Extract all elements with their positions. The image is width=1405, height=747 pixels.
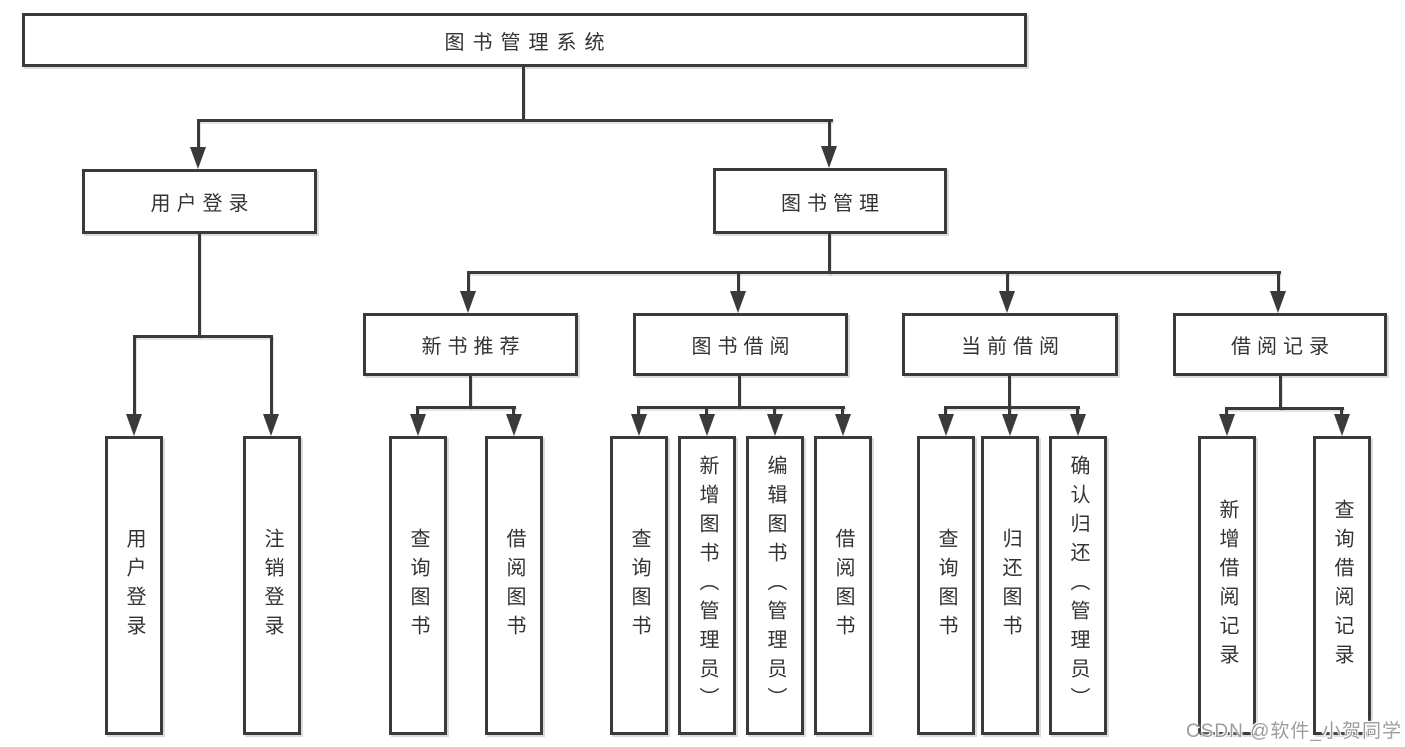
connector-line — [1340, 407, 1343, 416]
connector-line — [468, 271, 1281, 274]
leaf-borrow-borrow-label: 借阅图书 — [832, 527, 854, 644]
node-book-borrow-label: 图书借阅 — [691, 336, 796, 358]
connector-line — [270, 335, 273, 416]
leaf-borrow-borrow: 借阅图书 — [814, 436, 872, 735]
node-root: 图书管理系统 — [22, 13, 1027, 67]
connector-line — [773, 406, 776, 416]
arrowhead-icon — [126, 414, 142, 436]
leaf-records-query-label: 查询借阅记录 — [1331, 498, 1353, 673]
node-borrow-records: 借阅记录 — [1173, 313, 1387, 376]
connector-line — [1076, 406, 1079, 416]
connector-line — [828, 234, 831, 274]
arrowhead-icon — [1219, 414, 1235, 436]
connector-line — [1006, 271, 1009, 293]
connector-line — [1226, 407, 1344, 410]
connector-line — [637, 406, 845, 409]
leaf-newbooks-query-label: 查询图书 — [407, 527, 429, 644]
node-current-borrow-label: 当前借阅 — [961, 336, 1065, 358]
connector-line — [1008, 406, 1011, 416]
arrowhead-icon — [1270, 291, 1286, 313]
arrowhead-icon — [263, 414, 279, 436]
leaf-newbooks-query: 查询图书 — [389, 436, 447, 735]
connector-line — [1279, 376, 1282, 409]
leaf-borrow-edit-admin: 编辑图书（管理员） — [746, 436, 804, 735]
arrowhead-icon — [699, 414, 715, 436]
connector-line — [512, 406, 515, 416]
leaf-user-login: 用户登录 — [105, 436, 163, 735]
connector-line — [637, 406, 640, 416]
leaf-newbooks-borrow-label: 借阅图书 — [503, 527, 525, 644]
leaf-current-confirm-return-admin-label: 确认归还（管理员） — [1067, 455, 1089, 716]
node-user-login-label: 用户登录 — [150, 193, 255, 215]
connector-line — [133, 335, 136, 416]
leaf-current-query: 查询图书 — [917, 436, 975, 735]
leaf-records-add: 新增借阅记录 — [1198, 436, 1256, 735]
node-current-borrow: 当前借阅 — [902, 313, 1118, 376]
connector-line — [1008, 376, 1011, 408]
connector-line — [705, 406, 708, 416]
connector-line — [133, 335, 273, 338]
arrowhead-icon — [730, 291, 746, 313]
arrowhead-icon — [460, 291, 476, 313]
node-book-management: 图书管理 — [713, 168, 947, 234]
arrowhead-icon — [190, 147, 206, 169]
arrowhead-icon — [631, 414, 647, 436]
connector-line — [197, 119, 833, 122]
connector-line — [1277, 271, 1280, 293]
leaf-borrow-add-admin-label: 新增图书（管理员） — [696, 455, 718, 716]
connector-line — [416, 406, 419, 416]
connector-line — [945, 406, 1080, 409]
node-root-label: 图书管理系统 — [444, 31, 613, 54]
leaf-records-add-label: 新增借阅记录 — [1216, 498, 1238, 673]
arrowhead-icon — [1070, 414, 1086, 436]
connector-line — [197, 119, 200, 148]
arrowhead-icon — [767, 414, 783, 436]
leaf-logout-label: 注销登录 — [261, 527, 283, 644]
connector-line — [828, 119, 831, 147]
arrowhead-icon — [1002, 414, 1018, 436]
csdn-watermark: CSDN @软件_小贺同学 — [1186, 721, 1402, 742]
node-new-book-recommend: 新书推荐 — [363, 313, 578, 376]
connector-line — [841, 406, 844, 416]
node-new-book-recommend-label: 新书推荐 — [421, 336, 526, 358]
connector-line — [198, 234, 201, 337]
leaf-user-login-label: 用户登录 — [123, 527, 145, 644]
arrowhead-icon — [821, 146, 837, 168]
arrowhead-icon — [1334, 414, 1350, 436]
arrowhead-icon — [410, 414, 426, 436]
arrowhead-icon — [835, 414, 851, 436]
connector-line — [469, 376, 472, 408]
leaf-borrow-edit-admin-label: 编辑图书（管理员） — [764, 455, 786, 716]
leaf-current-return: 归还图书 — [981, 436, 1039, 735]
connector-line — [737, 271, 740, 293]
connector-line — [944, 406, 947, 416]
leaf-current-query-label: 查询图书 — [935, 527, 957, 644]
connector-line — [738, 376, 741, 408]
arrowhead-icon — [938, 414, 954, 436]
node-book-management-label: 图书管理 — [781, 192, 885, 215]
leaf-borrow-add-admin: 新增图书（管理员） — [678, 436, 736, 735]
leaf-borrow-query: 查询图书 — [610, 436, 668, 735]
leaf-borrow-query-label: 查询图书 — [628, 527, 650, 644]
connector-line — [416, 406, 516, 409]
connector-line — [522, 67, 525, 120]
node-book-borrow: 图书借阅 — [633, 313, 848, 376]
leaf-records-query: 查询借阅记录 — [1313, 436, 1371, 735]
connector-line — [467, 271, 470, 293]
arrowhead-icon — [506, 414, 522, 436]
node-borrow-records-label: 借阅记录 — [1231, 336, 1335, 358]
leaf-logout: 注销登录 — [243, 436, 301, 735]
leaf-newbooks-borrow: 借阅图书 — [485, 436, 543, 735]
connector-line — [1225, 407, 1228, 416]
leaf-current-return-label: 归还图书 — [999, 527, 1021, 644]
arrowhead-icon — [999, 291, 1015, 313]
leaf-current-confirm-return-admin: 确认归还（管理员） — [1049, 436, 1107, 735]
node-user-login: 用户登录 — [82, 169, 317, 234]
